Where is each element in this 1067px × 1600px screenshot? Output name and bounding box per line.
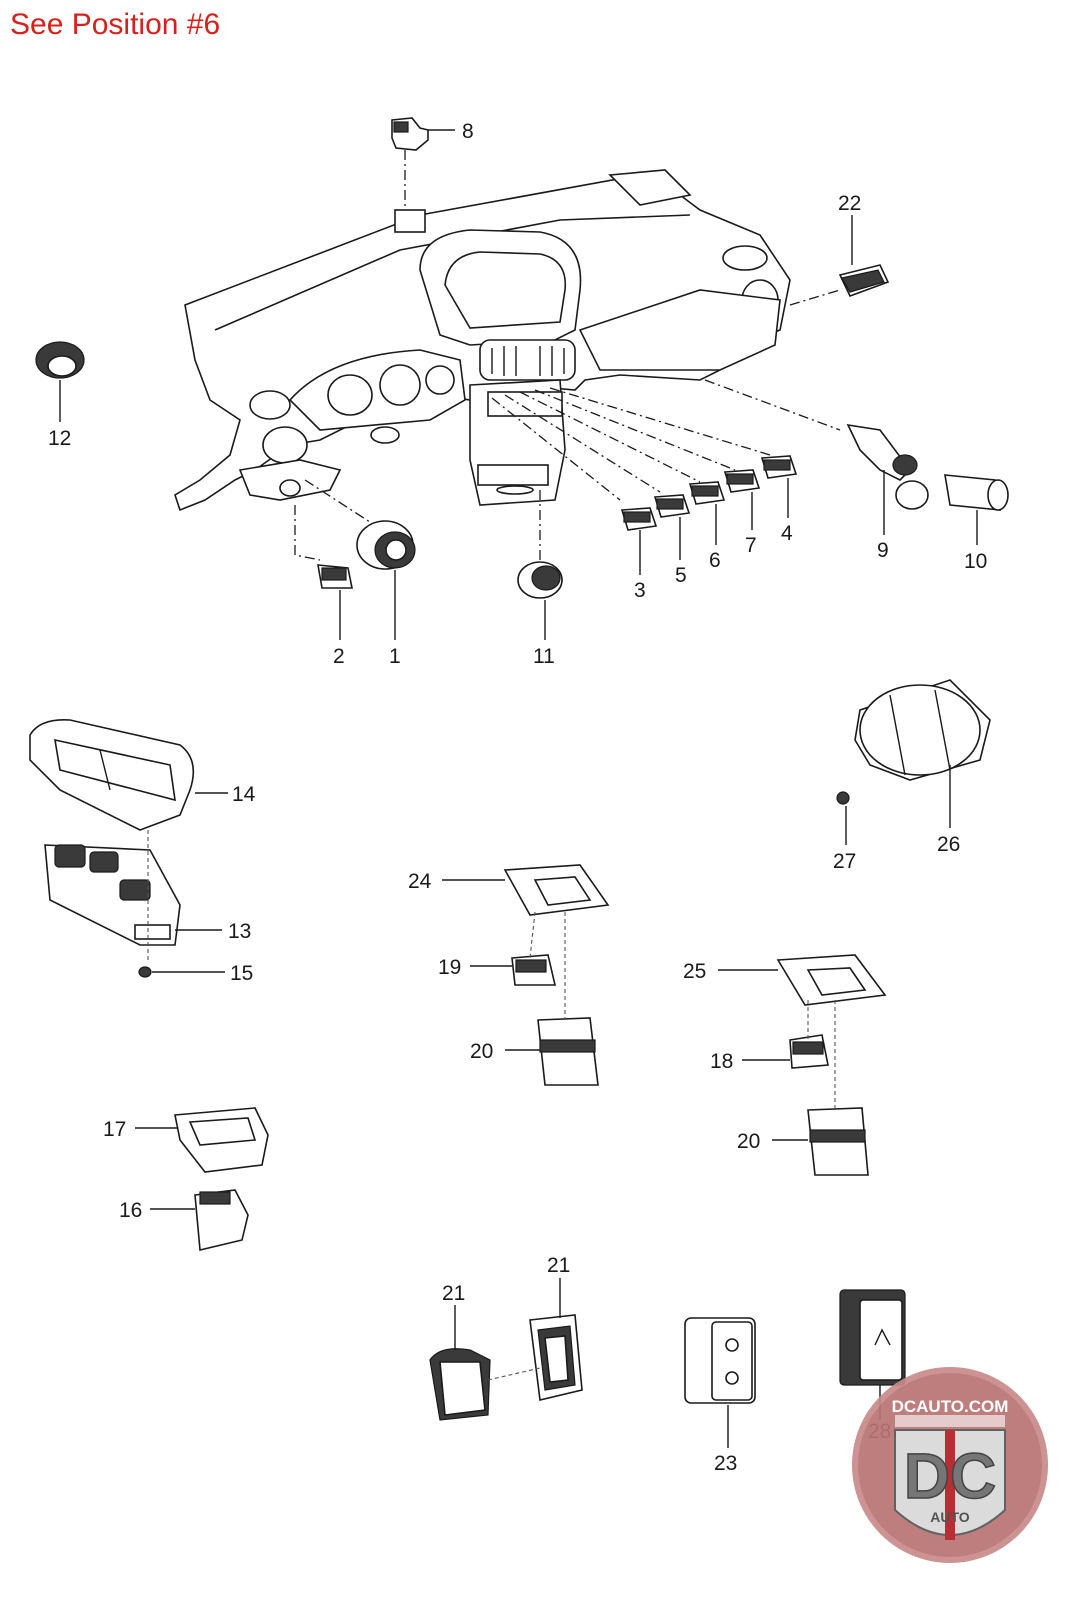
logo-site-text: DCAUTO.COM <box>892 1397 1009 1416</box>
callout-20b: 20 <box>737 1130 760 1153</box>
callout-5: 5 <box>675 564 687 587</box>
part-1-light-switch <box>356 520 416 570</box>
callout-19: 19 <box>438 956 461 979</box>
part-4-switch <box>760 455 798 479</box>
callout-14: 14 <box>232 783 256 806</box>
part-23-screw <box>836 791 850 805</box>
part-21-trim-b <box>776 954 887 1006</box>
logo-sub-text: AUTO <box>930 1509 970 1525</box>
part-17-trim <box>174 1107 269 1173</box>
callout-10: 10 <box>964 550 987 573</box>
callout-labels: 8 22 12 1 2 11 3 5 6 7 4 9 10 14 13 15 2… <box>48 120 987 1475</box>
callout-20a: 20 <box>470 1040 493 1063</box>
part-2-switch <box>317 564 353 589</box>
part-28-switch <box>839 1289 906 1386</box>
callout-18: 18 <box>710 1050 733 1073</box>
callout-8: 8 <box>462 120 474 143</box>
part-13-window-switch <box>44 844 181 946</box>
part-20-switch-b <box>807 1107 869 1176</box>
callout-22: 26 <box>937 833 960 856</box>
part-12-knob <box>35 341 85 379</box>
callout-9: 9 <box>877 539 889 562</box>
callout-21b: 25 <box>683 960 706 983</box>
part-25-button <box>429 1348 491 1421</box>
part-20-switch-a <box>537 1017 599 1086</box>
callout-21a: 24 <box>408 870 432 893</box>
part-10-lighter <box>944 474 1009 511</box>
callout-2: 2 <box>333 645 345 668</box>
part-8-sensor <box>391 117 429 151</box>
part-24-switch <box>838 264 890 298</box>
callout-1: 1 <box>389 645 401 668</box>
callout-15: 15 <box>230 962 253 985</box>
part-11-knob <box>517 561 563 599</box>
logo-monogram: DC <box>904 1440 996 1512</box>
callout-13: 13 <box>228 920 251 943</box>
part-19-switch <box>511 954 557 986</box>
dcauto-watermark-logo: DCAUTO.COM DC AUTO <box>852 1367 1048 1563</box>
part-21-trim-a <box>503 864 610 916</box>
callout-16: 16 <box>119 1199 142 1222</box>
part-5-switch <box>653 494 691 518</box>
part-26-bezel <box>529 1314 583 1401</box>
callout-24: 22 <box>838 192 861 215</box>
part-15-screw <box>138 966 152 978</box>
dashboard-illustration <box>174 169 791 512</box>
callout-27: 23 <box>714 1452 737 1475</box>
callout-25: 21 <box>442 1282 465 1305</box>
part-14-switch-trim <box>29 718 195 831</box>
callout-23: 27 <box>833 850 856 873</box>
part-16-switch <box>194 1189 249 1251</box>
callout-4: 4 <box>781 522 793 545</box>
callout-17: 17 <box>103 1118 126 1141</box>
part-6-switch <box>688 481 726 505</box>
callout-6: 6 <box>709 549 721 572</box>
part-9-socket-bracket <box>846 423 929 510</box>
callout-11: 11 <box>533 645 555 668</box>
leader-lines <box>59 129 978 1448</box>
callout-12: 12 <box>48 427 71 450</box>
callout-26: 21 <box>547 1254 570 1277</box>
see-position-note: See Position #6 <box>10 8 221 41</box>
part-22-steering-switch <box>854 679 991 781</box>
part-3-switch <box>620 507 658 531</box>
part-18-switch <box>789 1034 829 1069</box>
callout-3: 3 <box>634 579 646 602</box>
callout-7: 7 <box>745 534 757 557</box>
part-7-switch <box>723 469 761 493</box>
part-27-switch-panel <box>684 1317 756 1404</box>
